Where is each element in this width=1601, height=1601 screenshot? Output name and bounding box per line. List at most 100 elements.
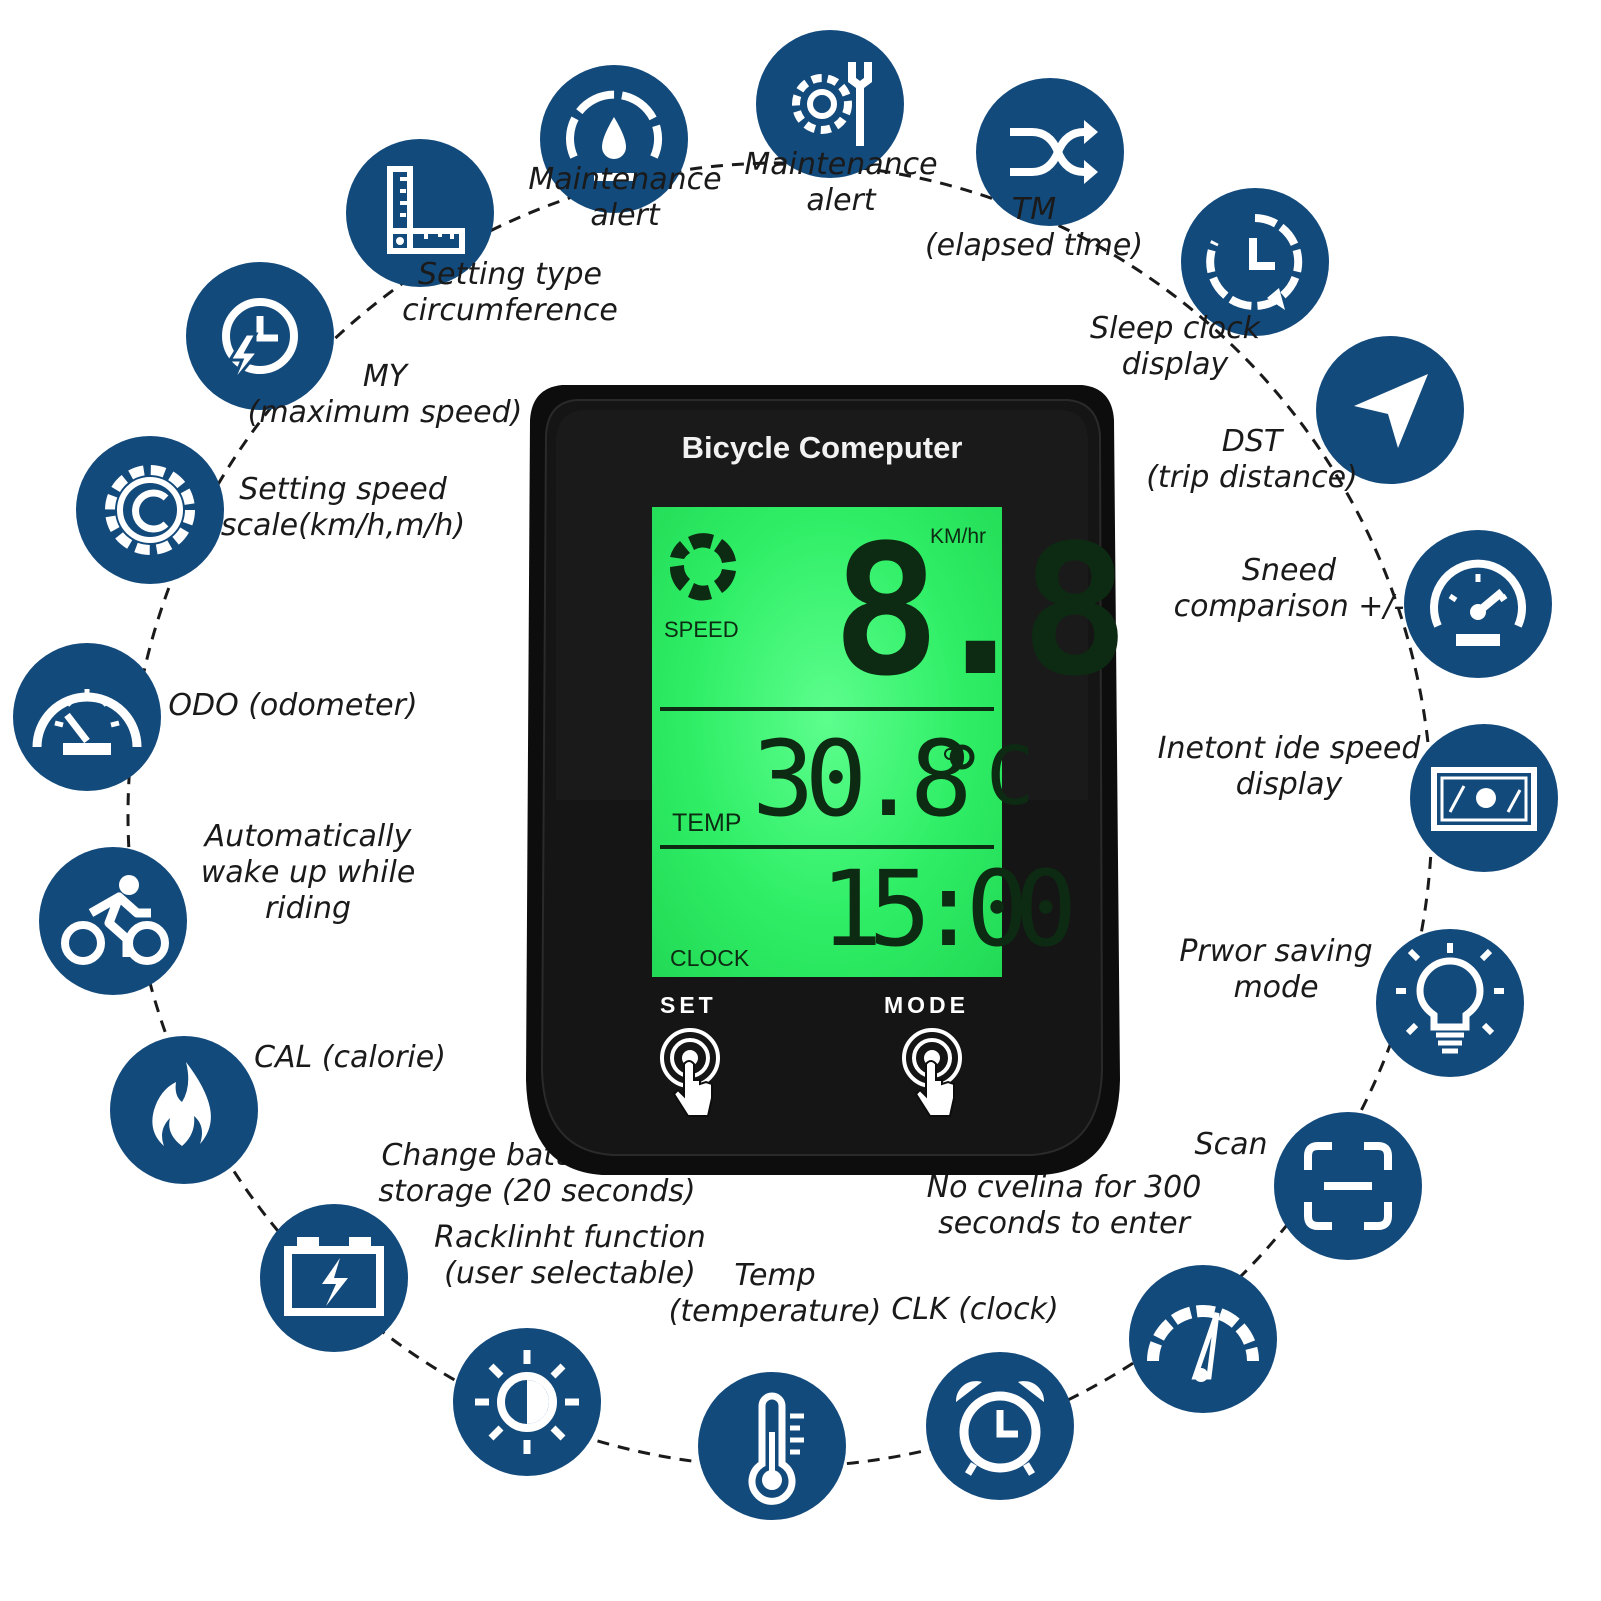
mode-button[interactable] <box>896 1024 986 1144</box>
feature-label-line: (maximum speed) <box>247 395 523 430</box>
feature-badge-10 <box>1376 929 1524 1077</box>
feature-label-line: Setting speed <box>239 472 447 507</box>
speed-value: 8.8 <box>832 507 1129 716</box>
feature-label-line: DST <box>1221 424 1283 459</box>
feature-label-15: Racklinht function(user selectable) <box>434 1220 706 1292</box>
feature-label-line: wake up while <box>200 855 416 890</box>
feature-label-line: CLK (clock) <box>891 1292 1059 1327</box>
feature-badge-16 <box>260 1204 408 1352</box>
feature-label-11: Scan <box>1195 1127 1268 1163</box>
stopwatch-lightning-icon <box>222 298 298 385</box>
feature-label-line: riding <box>264 891 352 926</box>
feature-label-line: MY <box>362 359 408 394</box>
feature-label-line: Maintenance <box>528 162 722 197</box>
light-bulb-icon <box>1396 943 1504 1054</box>
speedometer-icon <box>1430 559 1526 646</box>
lcd-screen: SPEED KM/hr 8.8 TEMP 30.8 °C CLOCK 15:00 <box>652 507 1129 977</box>
feature-label-line: Sleep clock <box>1090 311 1260 346</box>
feature-label-1: MY(maximum speed) <box>248 359 523 431</box>
set-label: SET <box>660 992 717 1018</box>
feature-label-line: Setting type <box>418 257 602 292</box>
feature-label-line: (elapsed time) <box>924 228 1144 263</box>
feature-badge-19 <box>13 643 161 791</box>
feature-badge-1 <box>186 262 334 410</box>
temp-value: 30.8 <box>752 718 972 840</box>
speed-dial-icon <box>1147 1305 1259 1382</box>
feature-label-line: seconds to enter <box>938 1206 1190 1241</box>
feature-label-line: Sneed <box>1241 553 1336 588</box>
set-button[interactable] <box>654 1024 744 1144</box>
temp-unit: °C <box>938 730 1035 823</box>
feature-label-13: CLK (clock) <box>891 1292 1058 1328</box>
feature-badge-17 <box>110 1036 258 1184</box>
feature-label-line: circumference <box>402 293 618 328</box>
feature-badge-20 <box>76 436 224 584</box>
feature-label-line: (user selectable) <box>444 1256 696 1291</box>
feature-label-19: ODO (odometer) <box>168 688 417 724</box>
feature-label-line: CAL (calorie) <box>254 1040 446 1075</box>
feature-label-line: Prwor saving <box>1179 934 1373 969</box>
lcd-graphics <box>660 533 994 849</box>
cyclist-icon <box>61 875 169 965</box>
feature-label-line: Scan <box>1194 1127 1268 1162</box>
battery-charge-icon <box>284 1237 384 1316</box>
feature-label-line: ODO (odometer) <box>168 688 418 723</box>
feature-badge-2 <box>346 139 494 287</box>
clock-label: CLOCK <box>670 945 750 971</box>
feature-label-line: mode <box>1233 970 1319 1005</box>
feature-badge-4 <box>756 30 904 178</box>
screen-display-icon <box>1431 767 1537 831</box>
feature-badge-5 <box>976 78 1124 226</box>
feature-label-line: alert <box>806 183 876 218</box>
feature-label-line: alert <box>590 198 660 233</box>
bicycle-computer: Bicycle Comeputer SPEED KM/hr 8.8 TEMP 3… <box>522 380 1129 1180</box>
feature-label-line: Racklinht function <box>434 1220 706 1255</box>
feature-label-14: Temp(temperature) <box>669 1258 882 1330</box>
gear-cog-icon <box>105 465 195 555</box>
feature-label-line: display <box>1121 347 1229 382</box>
thermometer-icon <box>748 1392 804 1505</box>
feature-label-line: scale(km/h,m/h) <box>220 508 466 543</box>
clock-refresh-icon <box>1206 214 1303 310</box>
feature-label-line: (trip distance) <box>1146 460 1358 495</box>
feature-label-line: Automatically <box>204 819 412 854</box>
feature-badge-13 <box>926 1352 1074 1500</box>
gear-wrench-icon <box>792 62 872 146</box>
speed-unit: KM/hr <box>930 525 987 548</box>
feature-label-line: Maintenance <box>744 147 938 182</box>
feature-label-line: Inetont ide speed <box>1157 731 1421 766</box>
gauge-drop-icon <box>566 90 662 181</box>
feature-label-line: Temp <box>734 1258 816 1293</box>
feature-badge-8 <box>1404 530 1552 678</box>
device-title: Bicycle Comeputer <box>681 430 963 465</box>
mode-label: MODE <box>884 992 969 1018</box>
speed-wheel-icon <box>669 533 736 601</box>
shuffle-arrows-icon <box>1010 120 1098 184</box>
alarm-clock-icon <box>955 1381 1045 1476</box>
feature-badge-18 <box>39 847 187 995</box>
feature-label-line: display <box>1235 767 1343 802</box>
feature-badge-15 <box>453 1328 601 1476</box>
feature-badge-11 <box>1274 1112 1422 1260</box>
navigation-arrow-icon <box>1354 374 1428 448</box>
flame-icon <box>152 1062 211 1146</box>
feature-label-7: DST(trip distance) <box>1146 424 1358 496</box>
feature-label-line: No cvelina for 300 <box>926 1170 1202 1205</box>
temp-label: TEMP <box>672 809 742 837</box>
feature-badge-14 <box>698 1372 846 1520</box>
feature-badge-12 <box>1129 1265 1277 1413</box>
feature-badge-3 <box>540 65 688 213</box>
clock-value: 15:00 <box>820 848 1077 970</box>
odometer-gauge-icon <box>32 689 142 755</box>
feature-badge-7 <box>1316 336 1464 484</box>
